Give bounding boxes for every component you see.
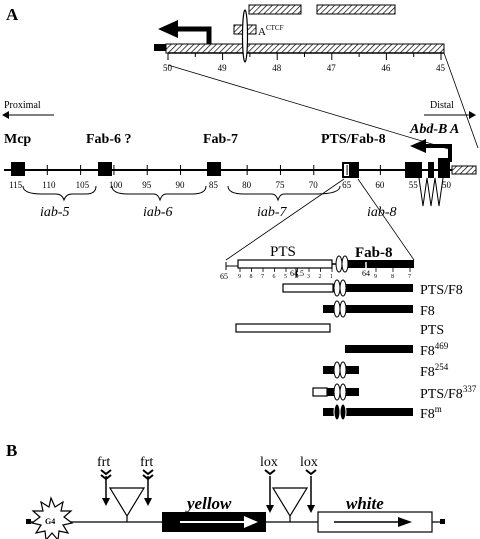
panel-b-label: B bbox=[6, 441, 17, 460]
zoom-tick-label: 5 bbox=[284, 274, 287, 280]
zoom-tick-label: 2 bbox=[319, 274, 322, 280]
mark-64: 64 bbox=[362, 269, 370, 278]
abda-label: A bbox=[449, 122, 459, 137]
arrow-head bbox=[158, 20, 178, 38]
coord-tick-label: 115 bbox=[9, 180, 23, 190]
zoom-tick-label: 4 bbox=[296, 274, 299, 280]
yellow-label: yellow bbox=[185, 494, 232, 513]
splice-lines bbox=[418, 177, 444, 207]
lox-label-right: lox bbox=[300, 455, 318, 470]
hatched-bar bbox=[165, 43, 445, 54]
fab7-label: Fab-7 bbox=[203, 132, 238, 147]
iab-domains: iab-5 iab-6 iab-7 iab-8 bbox=[22, 185, 397, 220]
hatched-segment bbox=[316, 4, 396, 15]
zoom-tick-label: 8 bbox=[391, 274, 394, 280]
lox-insertion: lox lox bbox=[260, 455, 318, 522]
mcp-box bbox=[11, 162, 25, 176]
zoom-tick-label: 7 bbox=[408, 274, 411, 280]
pts-fab8-label: PTS/Fab-8 bbox=[321, 132, 386, 147]
ruler-tick-label: 50 bbox=[163, 63, 173, 73]
g4-label: G4 bbox=[45, 517, 55, 526]
abdb-arrow bbox=[410, 139, 452, 162]
iab6-label: iab-6 bbox=[143, 205, 173, 220]
ruler-tick-label: 49 bbox=[218, 63, 228, 73]
coord-tick-label: 75 bbox=[275, 180, 285, 190]
coord-tick-label: 70 bbox=[309, 180, 319, 190]
zoom-tick-label: 9 bbox=[374, 274, 377, 280]
fab6-box bbox=[98, 162, 112, 176]
coord-tick-label: 105 bbox=[76, 180, 90, 190]
ctcf-label: ACTCF bbox=[258, 24, 284, 38]
fab8-region bbox=[344, 260, 414, 268]
construct-label-f8: F8 bbox=[420, 304, 435, 319]
hatched-segment bbox=[248, 4, 302, 15]
frt-insertion: frt frt bbox=[97, 455, 154, 522]
lox-label-left: lox bbox=[260, 455, 278, 470]
mcp-label: Mcp bbox=[4, 132, 31, 147]
construct-label-pts-f8-337: PTS/F8337 bbox=[420, 384, 477, 402]
coord-tick-label: 80 bbox=[242, 180, 252, 190]
distal-hatch bbox=[451, 165, 477, 175]
coord-tick-label: 85 bbox=[209, 180, 219, 190]
transcript-arrow bbox=[176, 26, 212, 44]
coord-tick-label: 95 bbox=[142, 180, 152, 190]
pts-zoom-label: PTS bbox=[270, 244, 296, 260]
direction-indicators: Proximal Distal bbox=[2, 100, 476, 119]
ctcf-site bbox=[241, 9, 249, 63]
zoom-tick-label: 6 bbox=[273, 274, 276, 280]
panel-a-label: A bbox=[6, 5, 19, 24]
iab5-label: iab-5 bbox=[40, 205, 70, 220]
zoom-ruler: 9 8 7 6 5 4 3 2 1 9 8 7 bbox=[238, 268, 411, 280]
abdb-exon bbox=[428, 162, 434, 178]
fab6-label: Fab-6 ? bbox=[86, 132, 132, 147]
abdb-label: Abd-B bbox=[409, 122, 447, 137]
construct-label-pts: PTS bbox=[420, 323, 444, 338]
coord-tick-label: 50 bbox=[442, 180, 452, 190]
ruler-tick-label: 48 bbox=[272, 63, 282, 73]
construct-label-pts-f8: PTS/F8 bbox=[420, 283, 463, 298]
constructs bbox=[235, 279, 413, 421]
coord-tick-label: 90 bbox=[176, 180, 186, 190]
coordinate-ticks: 115 110 105 100 95 90 85 80 75 70 65 60 55 50 bbox=[9, 165, 452, 190]
abdb-exon bbox=[438, 158, 450, 178]
ruler-tick-label: 45 bbox=[436, 63, 446, 73]
top-map: ACTCF 50 49 48 47 46 45 bbox=[154, 4, 479, 151]
pts-region bbox=[237, 259, 333, 269]
transgene-construct: G4 frt frt yellow bbox=[26, 455, 445, 539]
black-end bbox=[154, 44, 166, 51]
construct-labels: PTS/F8 F8 PTS F8469 F8254 PTS/F8337 F8m bbox=[420, 283, 477, 422]
frt-label-right: frt bbox=[140, 455, 153, 470]
coord-tick-label: 55 bbox=[409, 180, 419, 190]
coord-tick-label: 110 bbox=[42, 180, 56, 190]
iab8-label: iab-8 bbox=[367, 205, 397, 220]
g4-starburst bbox=[30, 496, 74, 539]
zoom-tick-label: 7 bbox=[261, 274, 264, 280]
coord-tick-label: 60 bbox=[375, 180, 385, 190]
zoom-tick-label: 8 bbox=[250, 274, 253, 280]
distal-label: Distal bbox=[430, 100, 454, 111]
white-label: white bbox=[346, 494, 384, 513]
construct-label-f8-469: F8469 bbox=[420, 341, 449, 359]
coord-tick-label: 100 bbox=[109, 180, 123, 190]
construct-label-f8-254: F8254 bbox=[420, 362, 449, 380]
fab8-zoom-label: Fab-8 bbox=[355, 245, 393, 261]
iab7-label: iab-7 bbox=[257, 205, 288, 220]
ruler-tick-label: 47 bbox=[327, 63, 337, 73]
zoom-tick-label: 1 bbox=[330, 274, 333, 280]
frt-label-left: frt bbox=[97, 455, 110, 470]
mark-645: 64.5 bbox=[290, 269, 304, 278]
top-ruler: 50 49 48 47 46 45 bbox=[163, 53, 446, 73]
zoom-start-label: 65 bbox=[220, 272, 228, 281]
construct-label-f8-m: F8m bbox=[420, 404, 442, 422]
bithorax-map: 115 110 105 100 95 90 85 80 75 70 65 60 55 50 bbox=[4, 158, 477, 207]
proximal-label: Proximal bbox=[4, 100, 41, 111]
ruler-tick-label: 46 bbox=[381, 63, 391, 73]
zoom-tick-label: 9 bbox=[238, 274, 241, 280]
zoom-tick-label: 3 bbox=[307, 274, 310, 280]
coord-tick-label: 65 bbox=[342, 180, 352, 190]
